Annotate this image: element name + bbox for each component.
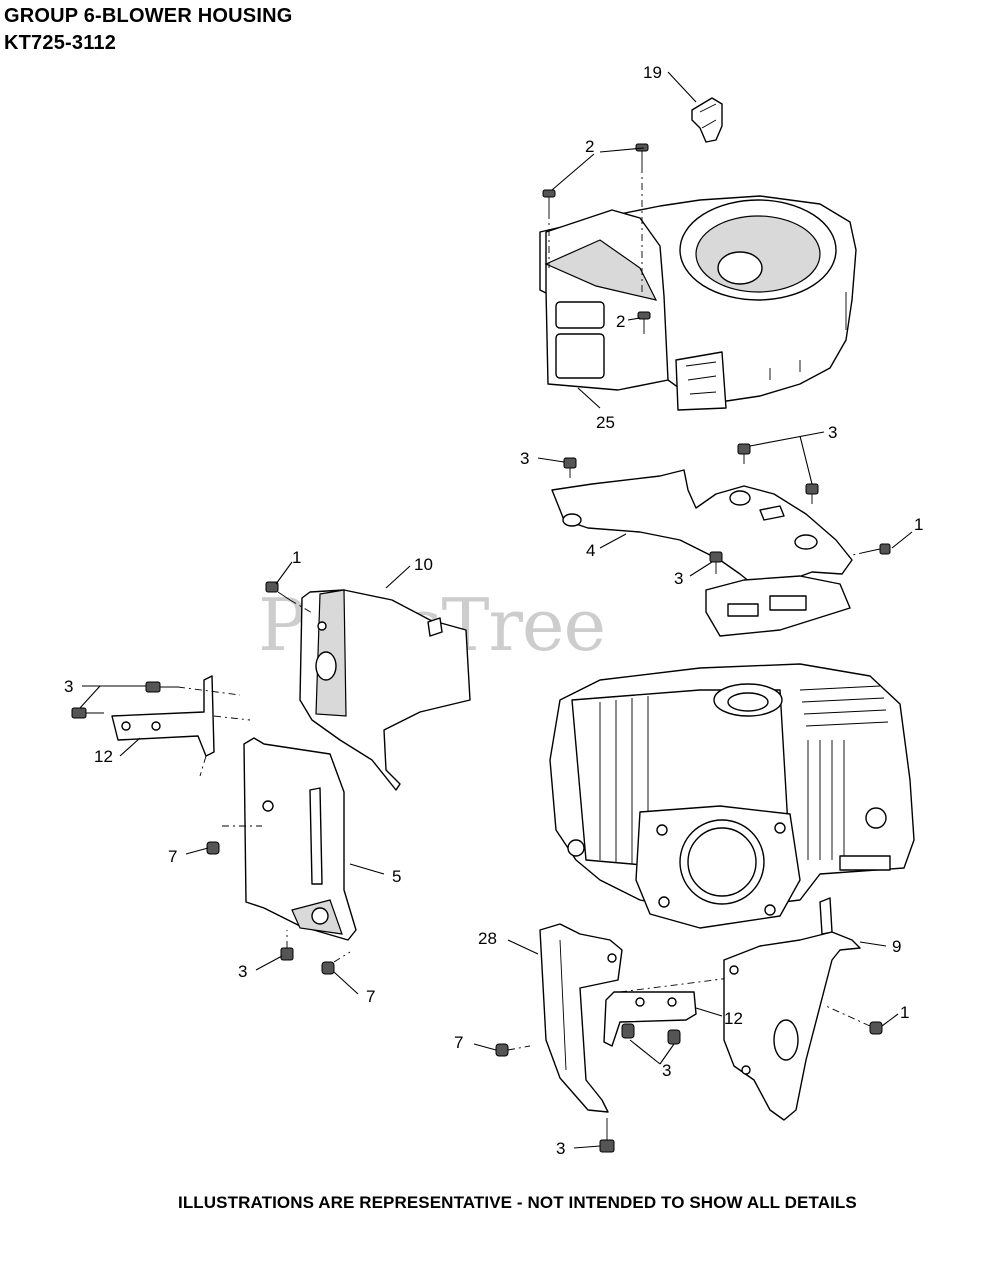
part-25-blower-housing bbox=[539, 195, 857, 411]
callout-1: 1 bbox=[914, 515, 923, 534]
callout-2: 2 bbox=[616, 312, 625, 331]
bolts-3-bracket bbox=[563, 443, 891, 574]
callout-5: 5 bbox=[392, 867, 401, 886]
model-number: KT725-3112 bbox=[4, 32, 117, 54]
part-19-clip bbox=[691, 97, 723, 143]
part-12-bracket-right bbox=[603, 977, 731, 1047]
callout-3: 3 bbox=[828, 423, 837, 442]
callout-25: 25 bbox=[596, 413, 615, 432]
callout-7: 7 bbox=[168, 847, 177, 866]
callout-2: 2 bbox=[585, 137, 594, 156]
callout-3: 3 bbox=[520, 449, 529, 468]
callout-3: 3 bbox=[64, 677, 73, 696]
part-28-lower-shield bbox=[495, 923, 623, 1153]
callout-3: 3 bbox=[674, 569, 683, 588]
part-2-screws bbox=[542, 143, 651, 334]
callout-3: 3 bbox=[662, 1061, 671, 1080]
callout-1: 1 bbox=[292, 548, 301, 567]
part-9-right-shroud bbox=[723, 897, 883, 1121]
callout-3: 3 bbox=[556, 1139, 565, 1158]
part-4-bracket bbox=[551, 469, 853, 637]
group-title: GROUP 6-BLOWER HOUSING bbox=[4, 5, 293, 27]
callout-12: 12 bbox=[94, 747, 113, 766]
callout-7: 7 bbox=[454, 1033, 463, 1052]
engine-cylinder-block bbox=[549, 663, 915, 929]
callout-4: 4 bbox=[586, 541, 595, 560]
callout-12: 12 bbox=[724, 1009, 743, 1028]
part-12-bracket-left bbox=[71, 675, 251, 777]
callout-3: 3 bbox=[238, 962, 247, 981]
callout-28: 28 bbox=[478, 929, 497, 948]
callout-labels: 19 2 2 25 3 3 1 4 3 1 10 3 12 7 5 3 7 28… bbox=[64, 63, 923, 1158]
disclaimer-footer: ILLUSTRATIONS ARE REPRESENTATIVE - NOT I… bbox=[178, 1193, 857, 1212]
callout-19: 19 bbox=[643, 63, 662, 82]
part-10-shroud bbox=[265, 581, 471, 791]
callout-10: 10 bbox=[414, 555, 433, 574]
callout-1: 1 bbox=[900, 1003, 909, 1022]
part-5-side-shield bbox=[206, 737, 357, 975]
callout-7: 7 bbox=[366, 987, 375, 1006]
callout-9: 9 bbox=[892, 937, 901, 956]
callout-leaders bbox=[79, 71, 913, 1149]
